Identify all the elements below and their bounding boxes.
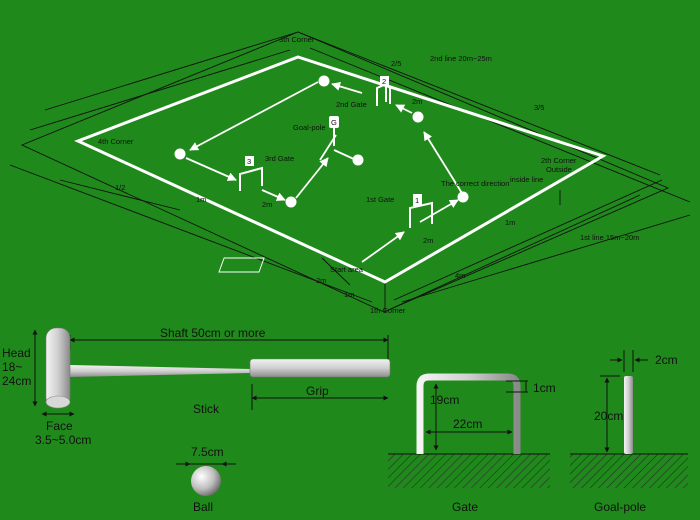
shaft-label: Shaft 50cm or more (160, 326, 266, 340)
direction-arrows (185, 81, 466, 263)
pole-shape (624, 376, 633, 454)
three-fifths-label: 3/5 (534, 103, 544, 112)
ball-marker (318, 75, 330, 87)
pole-height-label: 20cm (594, 409, 623, 423)
gate-height-label: 19cm (430, 393, 459, 407)
start-area-box (218, 257, 265, 273)
measure-1m-a: 1m (196, 195, 206, 204)
measure-2m-a: 2m (412, 97, 422, 106)
face-label-line2: 3.5~5.0cm (35, 433, 91, 447)
goal-pole-figure: 2cm 20cm Goal-pole (570, 350, 688, 514)
measure-1m-c: 1m (344, 290, 354, 299)
outside-label: Outside (546, 165, 572, 174)
gate-flags: 2 3 1 (245, 76, 422, 206)
stick-figure: Shaft 50cm or more Head 18~ 24cm Face 3.… (2, 326, 391, 447)
court-balls (174, 75, 469, 208)
correct-direction-label: The correct direction (441, 179, 509, 188)
court: 2 3 1 G 3th Corner 4th Corner 2th Corner… (9, 31, 691, 315)
gate-1-label: 1st Gate (366, 195, 394, 204)
gate-3-label: 3rd Gate (265, 154, 294, 163)
ball-marker (352, 154, 364, 166)
gate-2-label: 2nd Gate (336, 100, 367, 109)
head-label-line1: Head (2, 346, 31, 360)
gate-ground (388, 454, 550, 488)
measure-lines (9, 31, 691, 313)
gate-3-shape (239, 166, 263, 191)
gate-shape (416, 373, 521, 454)
gate-width-label: 22cm (453, 417, 482, 431)
inside-line-label: inside line (510, 175, 543, 184)
pole-title: Goal-pole (594, 500, 646, 514)
ball-shape (191, 466, 221, 496)
head-label-line2: 18~ (2, 360, 22, 374)
stick-grip (249, 358, 391, 378)
second-line-label: 2nd line 20m~25m (430, 54, 492, 63)
first-line-label: 1st line 15m~20m (580, 233, 639, 242)
gate-2-number: 2 (382, 77, 386, 86)
corner-4-label: 4th Corner (98, 137, 134, 146)
gate-3-number: 3 (247, 157, 251, 166)
gate-figure: 19cm 22cm 1cm Gate (388, 373, 556, 514)
stick-shaft (70, 365, 250, 377)
goal-pole-letter: G (331, 118, 337, 127)
court-boundary (74, 55, 607, 284)
face-label-line1: Face (46, 419, 73, 433)
pole-ground (570, 454, 688, 488)
pole-width-label: 2cm (655, 353, 678, 367)
corner-2-label: 2th Corner (541, 156, 577, 165)
stick-title: Stick (193, 402, 220, 416)
corner-1-label: 1th Corner (370, 306, 406, 315)
corner-3-label: 3th Corner (279, 35, 315, 44)
gate-1-number: 1 (415, 196, 419, 205)
ball-size-label: 7.5cm (191, 445, 224, 459)
goal-pole-label: Goal-pole (293, 123, 326, 132)
start-area-label: Start area (330, 265, 364, 274)
measure-1m-b: 1m (505, 218, 515, 227)
gate-title: Gate (452, 500, 478, 514)
ball-marker (457, 191, 469, 203)
measure-2m-d: 2m (316, 276, 326, 285)
two-fifths-label: 2/5 (391, 59, 401, 68)
grip-label: Grip (306, 384, 329, 398)
half-fraction-label: 1/2 (115, 183, 125, 192)
measure-2m-c: 2m (423, 236, 433, 245)
court-labels: 3th Corner 4th Corner 2th Corner 1th Cor… (98, 35, 639, 315)
gate-thickness-label: 1cm (533, 381, 556, 395)
head-label-line3: 24cm (2, 374, 31, 388)
ball-marker (174, 148, 186, 160)
measure-4m: 4m (455, 271, 465, 280)
gate-2-shape (376, 82, 387, 106)
ball-figure: 7.5cm Ball (176, 445, 236, 514)
ball-marker (285, 196, 297, 208)
ball-title: Ball (193, 500, 213, 514)
measure-2m-b: 2m (262, 200, 272, 209)
ball-marker (412, 111, 424, 123)
goal-pole-marker: G (329, 116, 339, 146)
gate-1-shape (409, 201, 433, 228)
